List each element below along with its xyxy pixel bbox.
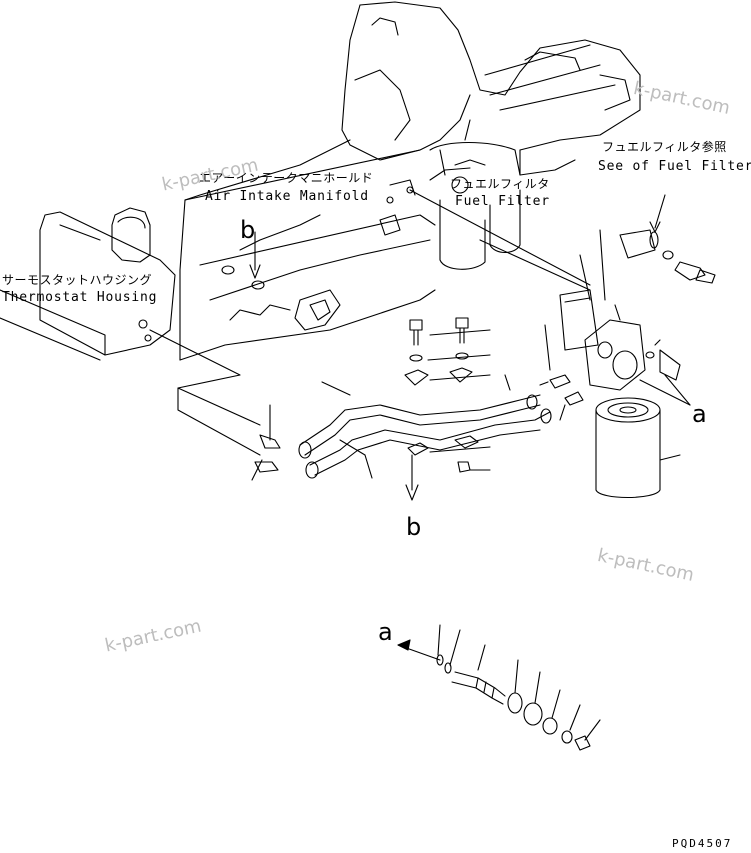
engine-block-outline bbox=[184, 1, 641, 201]
routing-lines bbox=[149, 189, 606, 456]
fuel-filter-label-en: Fuel Filter bbox=[455, 194, 550, 209]
sensor-exploded-view bbox=[397, 624, 601, 751]
fuel-filter-top bbox=[429, 141, 521, 270]
callout-a-right: a bbox=[692, 400, 707, 428]
upper-bolt-set bbox=[619, 194, 716, 284]
fuel-filter-ref-label-jp: フュエルフィルタ参照 bbox=[602, 140, 727, 154]
callout-a-lower: a bbox=[378, 618, 393, 646]
intake-manifold-body bbox=[179, 149, 436, 361]
callout-b-upper: b bbox=[240, 216, 256, 244]
filter-head-assembly bbox=[539, 289, 691, 498]
air-intake-label-jp: エアーインテークマニホールド bbox=[199, 171, 374, 185]
arrow-b-upper bbox=[221, 231, 265, 290]
fuel-filter-label-jp: フュエルフィルタ bbox=[450, 177, 550, 191]
drawing-code: PQD4507 bbox=[672, 837, 733, 850]
air-intake-label-en: Air Intake Manifold bbox=[205, 189, 369, 204]
hardware-column bbox=[404, 317, 491, 501]
thermostat-label-jp: サーモスタットハウジング bbox=[2, 273, 153, 287]
leader-lines bbox=[251, 254, 661, 481]
thermostat-label-en: Thermostat Housing bbox=[2, 290, 158, 305]
callout-b-lower: b bbox=[406, 513, 422, 541]
thermostat-housing-drawing bbox=[0, 207, 176, 361]
tube-assembly bbox=[254, 381, 552, 479]
fuel-filter-ref-label-en: See of Fuel Filter bbox=[598, 159, 751, 174]
